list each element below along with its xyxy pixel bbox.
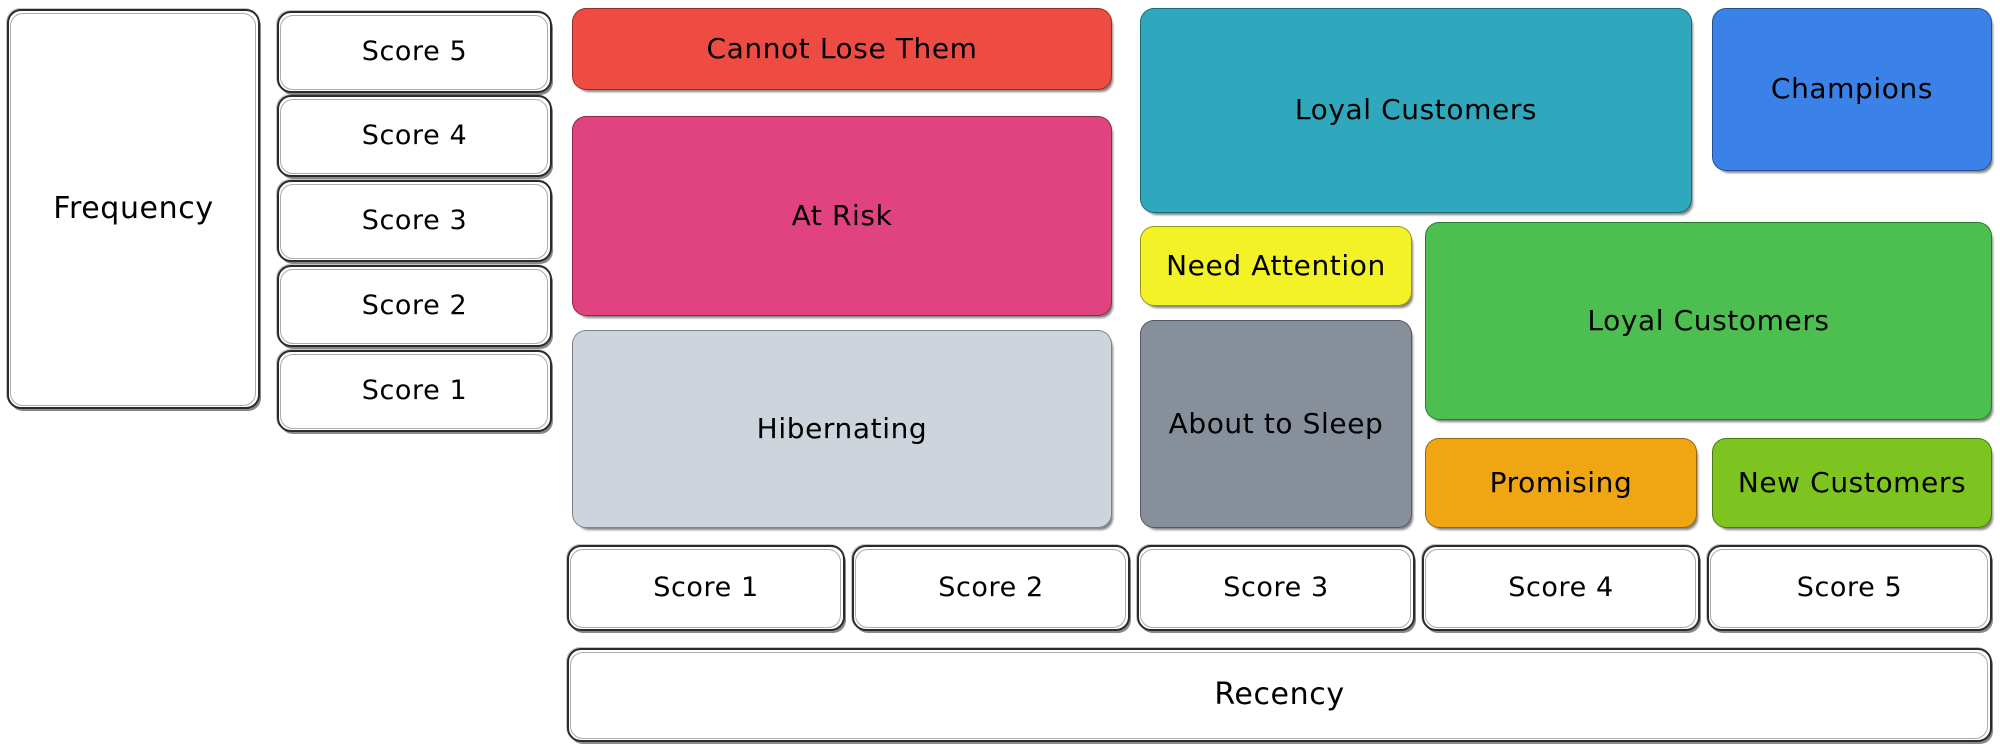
segment-about-to-sleep[interactable]: About to Sleep — [1140, 320, 1412, 528]
segment-champions[interactable]: Champions — [1712, 8, 1992, 171]
x-score-1: Score 1 — [567, 545, 845, 631]
segment-cannot-lose-them[interactable]: Cannot Lose Them — [572, 8, 1112, 90]
x-score-3: Score 3 — [1137, 545, 1415, 631]
y-score-2: Score 2 — [277, 265, 552, 347]
segment-need-attention[interactable]: Need Attention — [1140, 226, 1412, 306]
x-axis-recency-label: Recency — [567, 648, 1992, 742]
segment-new-customers[interactable]: New Customers — [1712, 438, 1992, 528]
y-score-3: Score 3 — [277, 180, 552, 262]
segment-hibernating[interactable]: Hibernating — [572, 330, 1112, 528]
x-score-2: Score 2 — [852, 545, 1130, 631]
x-score-4: Score 4 — [1422, 545, 1700, 631]
x-score-5: Score 5 — [1707, 545, 1992, 631]
segment-loyal-customers-green[interactable]: Loyal Customers — [1425, 222, 1992, 420]
segment-promising[interactable]: Promising — [1425, 438, 1697, 528]
y-score-1: Score 1 — [277, 350, 552, 432]
segment-at-risk[interactable]: At Risk — [572, 116, 1112, 316]
segment-loyal-customers-teal[interactable]: Loyal Customers — [1140, 8, 1692, 213]
y-axis-frequency-label: Frequency — [7, 9, 260, 409]
y-score-4: Score 4 — [277, 95, 552, 177]
y-score-5: Score 5 — [277, 11, 552, 93]
